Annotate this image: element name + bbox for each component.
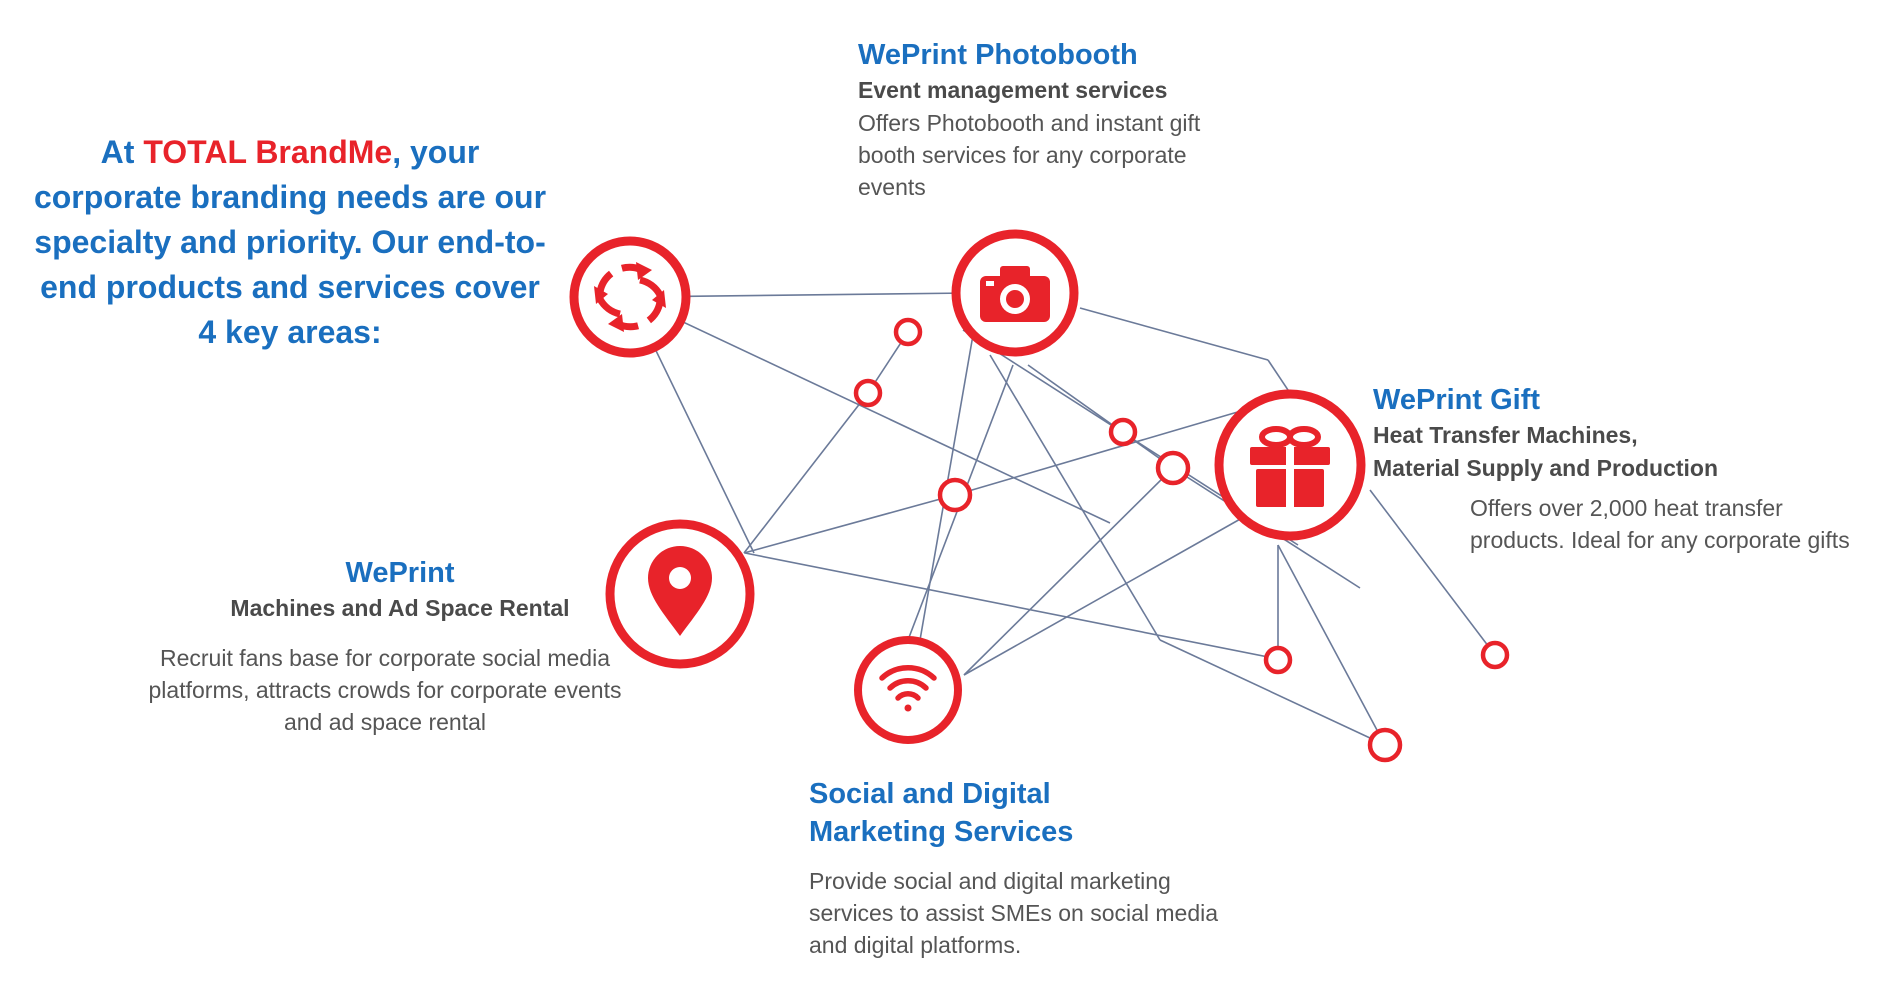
hub-wifi[interactable] xyxy=(854,636,962,744)
intro-headline: At TOTAL BrandMe, your corporate brandin… xyxy=(30,130,550,355)
gift-block: WePrint Gift Heat Transfer Machines, Mat… xyxy=(1373,381,1813,485)
gift-subtitle-line2: Material Supply and Production xyxy=(1373,455,1719,481)
wifi-icon xyxy=(879,664,937,712)
network-node xyxy=(1108,417,1138,447)
intro-rest: , your corporate branding needs are our … xyxy=(33,134,547,350)
intro-prefix: At xyxy=(100,134,144,170)
network-node xyxy=(1480,640,1510,670)
camera-icon xyxy=(980,266,1050,322)
location-pin-icon xyxy=(648,546,712,636)
gift-description: Offers over 2,000 heat transfer products… xyxy=(1470,495,1850,553)
weprint-subtitle: Machines and Ad Space Rental xyxy=(230,595,570,621)
network-node xyxy=(1263,645,1293,675)
brand-name: TOTAL BrandMe xyxy=(143,134,393,170)
social-description: Provide social and digital marketing ser… xyxy=(809,868,1219,958)
photobooth-block: WePrint Photobooth Event management serv… xyxy=(858,36,1238,203)
photobooth-subtitle: Event management services xyxy=(858,77,1168,103)
network-node xyxy=(937,477,973,513)
weprint-description: Recruit fans base for corporate social m… xyxy=(148,645,622,735)
photobooth-description: Offers Photobooth and instant gift booth… xyxy=(858,110,1201,200)
social-title-line1: Social and Digital xyxy=(809,778,1051,810)
gift-title: WePrint Gift xyxy=(1373,384,1541,416)
hub-camera[interactable] xyxy=(951,229,1079,357)
refresh-icon xyxy=(594,262,666,332)
gift-icon xyxy=(1250,426,1330,507)
social-title-line2: Marketing Services xyxy=(809,816,1074,848)
hub-location[interactable] xyxy=(605,519,755,669)
photobooth-title: WePrint Photobooth xyxy=(858,39,1138,71)
network-node xyxy=(893,317,923,347)
hub-refresh[interactable] xyxy=(569,236,691,358)
network-node xyxy=(1367,727,1403,763)
weprint-block: WePrint Machines and Ad Space Rental xyxy=(140,554,660,625)
gift-subtitle-line1: Heat Transfer Machines, xyxy=(1373,422,1638,448)
network-links xyxy=(629,292,1496,746)
small-nodes xyxy=(853,317,1510,763)
weprint-title: WePrint xyxy=(345,557,455,589)
hub-gift[interactable] xyxy=(1214,389,1366,541)
network-node xyxy=(1155,450,1191,486)
social-block: Social and Digital Marketing Services xyxy=(809,775,1229,851)
network-node xyxy=(853,378,883,408)
